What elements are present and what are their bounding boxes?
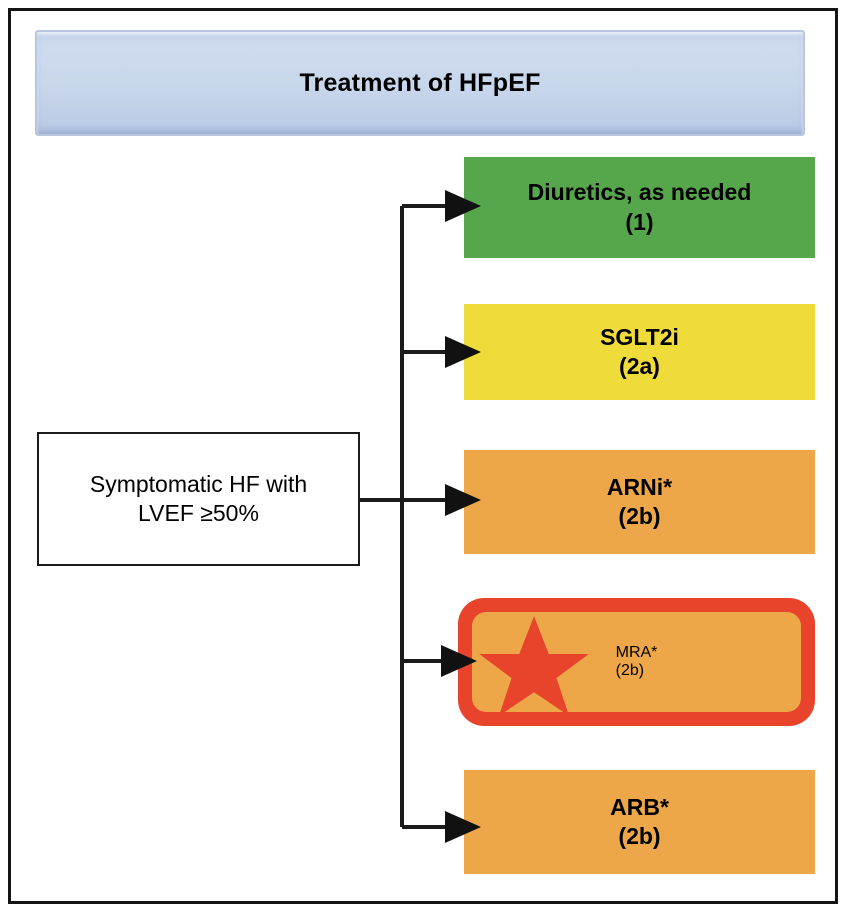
diagram-title-text: Treatment of HFpEF	[299, 68, 541, 97]
treatment-box-arb: ARB* (2b)	[464, 770, 815, 874]
treatment-label-sglt2i: SGLT2i (2a)	[600, 323, 679, 382]
treatment-box-sglt2i: SGLT2i (2a)	[464, 304, 815, 400]
treatment-label-arni: ARNi* (2b)	[607, 473, 672, 532]
treatment-label-arb: ARB* (2b)	[610, 793, 669, 852]
root-node-line1: Symptomatic HF with	[89, 471, 308, 498]
treatment-name-diuretics: Diuretics, as needed	[527, 179, 752, 206]
root-node-symptomatic-hf: Symptomatic HF with LVEF ≥50%	[37, 432, 360, 566]
treatment-name-mra: MRA*	[615, 644, 658, 661]
treatment-cor-arb: (2b)	[618, 823, 661, 849]
treatment-cor-arni: (2b)	[618, 503, 661, 529]
treatment-box-diuretics: Diuretics, as needed (1)	[464, 157, 815, 258]
star-icon	[479, 616, 589, 712]
treatment-label-mra: MRA* (2b)	[616, 644, 658, 680]
treatment-cor-diuretics: (1)	[625, 208, 654, 235]
treatment-name-arni: ARNi*	[606, 473, 673, 500]
treatment-box-mra: MRA* (2b)	[472, 612, 801, 712]
treatment-box-mra-highlight: MRA* (2b)	[458, 598, 815, 726]
root-node-line2: LVEF ≥50%	[138, 500, 259, 526]
treatment-name-sglt2i: SGLT2i	[600, 323, 679, 350]
diagram-title-banner: Treatment of HFpEF	[35, 30, 805, 136]
treatment-cor-sglt2i: (2a)	[619, 353, 660, 379]
root-node-text: Symptomatic HF with LVEF ≥50%	[90, 470, 307, 528]
treatment-cor-mra: (2b)	[615, 662, 645, 679]
treatment-name-arb: ARB*	[610, 793, 669, 820]
outer-frame	[8, 8, 838, 904]
treatment-box-arni: ARNi* (2b)	[464, 450, 815, 554]
treatment-label-diuretics: Diuretics, as needed (1)	[528, 178, 752, 237]
